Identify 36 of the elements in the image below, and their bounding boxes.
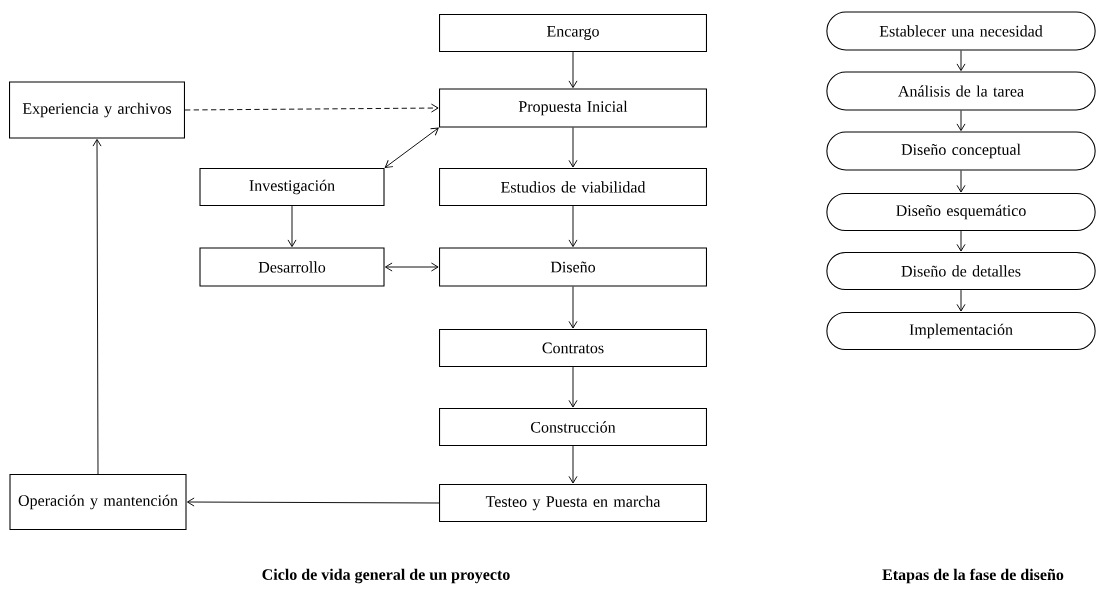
process-box: Construcción <box>439 407 707 447</box>
stage-pill: Diseño conceptual <box>826 131 1096 171</box>
stage-pill: Diseño de detalles <box>826 251 1096 291</box>
process-box: Investigación <box>199 167 385 207</box>
arrow <box>384 127 439 168</box>
arrow <box>568 205 578 248</box>
stage-pill: Establecer una necesidad <box>826 11 1096 51</box>
process-box: Desarrollo <box>199 247 385 287</box>
arrow <box>187 497 440 507</box>
stage-pill: Diseño esquemático <box>826 192 1096 232</box>
arrow <box>956 50 966 72</box>
caption: Ciclo de vida general de un proyecto <box>262 568 510 584</box>
caption: Etapas de la fase de diseño <box>882 568 1064 584</box>
process-box: Estudios de viabilidad <box>439 167 707 207</box>
arrow <box>568 51 578 89</box>
arrow <box>385 262 439 272</box>
arrow <box>287 205 297 248</box>
arrow <box>956 289 966 312</box>
arrow <box>568 127 578 168</box>
process-box: Contratos <box>439 328 707 368</box>
process-box: Encargo <box>439 13 707 53</box>
process-box: Testeo y Puesta en marcha <box>439 483 707 523</box>
process-box: Propuesta Inicial <box>439 88 707 128</box>
arrow <box>92 138 102 475</box>
process-box: Diseño <box>439 247 707 287</box>
process-box: Experiencia y archivos <box>9 81 185 139</box>
arrow <box>184 103 439 113</box>
stage-pill: Análisis de la tarea <box>826 71 1096 111</box>
arrow <box>568 286 578 329</box>
stage-pill: Implementación <box>826 311 1096 351</box>
process-box: Operación y mantención <box>9 474 187 530</box>
arrow <box>956 230 966 252</box>
arrow <box>568 366 578 408</box>
arrow <box>568 445 578 484</box>
arrow <box>956 110 966 132</box>
arrow <box>956 170 966 193</box>
